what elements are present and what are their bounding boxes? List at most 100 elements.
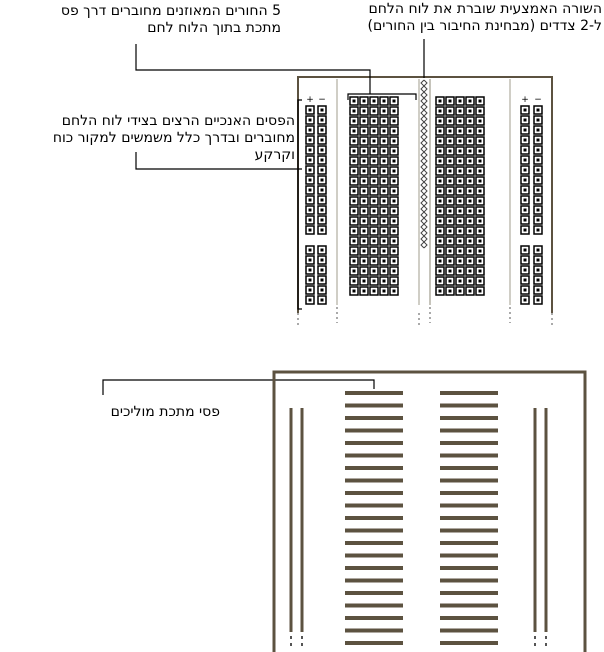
power-rail-hole-pin <box>308 298 312 302</box>
power-rail-hole <box>317 195 327 205</box>
terminal-hole-pin <box>468 99 472 103</box>
terminal-hole <box>369 216 379 226</box>
terminal-hole-pin <box>362 199 366 203</box>
terminal-hole <box>389 136 399 146</box>
terminal-hole <box>389 216 399 226</box>
callout-lines <box>102 39 425 395</box>
power-rail-hole-pin <box>308 138 312 142</box>
terminal-hole <box>475 156 485 166</box>
terminal-hole-pin <box>468 189 472 193</box>
terminal-hole <box>349 266 359 276</box>
terminal-hole <box>349 226 359 236</box>
breadboard-top: + − + − <box>297 76 553 325</box>
terminal-hole-pin <box>352 159 356 163</box>
terminal-hole-pin <box>438 169 442 173</box>
power-rail-hole-pin <box>320 168 324 172</box>
terminal-hole-pin <box>478 129 482 133</box>
terminal-hole-pin <box>392 109 396 113</box>
middle-row-annotation-line-2: ל-2 צדדים (מבחינת החיבור בין החורים) <box>367 18 602 34</box>
terminal-hole-pin <box>478 169 482 173</box>
terminal-hole <box>359 166 369 176</box>
conductive-strip <box>345 641 403 645</box>
terminal-hole <box>379 256 389 266</box>
power-rail-hole-pin <box>523 228 527 232</box>
terminal-hole <box>349 106 359 116</box>
terminal-hole <box>475 96 485 106</box>
terminal-hole-pin <box>438 269 442 273</box>
terminal-hole-pin <box>362 149 366 153</box>
power-rail-hole <box>305 105 315 115</box>
terminal-hole-pin <box>468 119 472 123</box>
power-rail-hole <box>533 175 543 185</box>
terminal-hole-pin <box>458 159 462 163</box>
terminal-hole-pin <box>438 109 442 113</box>
conductive-strip <box>440 503 498 508</box>
power-rail-hole <box>305 295 315 305</box>
power-rail-hole-pin <box>536 248 540 252</box>
terminal-hole-pin <box>372 289 376 293</box>
conductive-strip <box>440 566 498 570</box>
right-rail-minus-sign: − <box>534 95 542 105</box>
terminal-hole-pin <box>352 269 356 273</box>
terminal-hole-pin <box>392 229 396 233</box>
power-rail-hole-pin <box>308 198 312 202</box>
terminal-hole-pin <box>382 199 386 203</box>
power-rail-hole-pin <box>536 288 540 292</box>
middle-row-annotation-line-1: השורה האמצעית שוברת את לוח הלחם <box>368 1 602 17</box>
terminal-hole <box>379 246 389 256</box>
terminal-hole <box>349 186 359 196</box>
terminal-hole <box>389 156 399 166</box>
power-rail-hole <box>520 285 530 295</box>
conductive-strip <box>440 466 498 470</box>
power-rail-hole-pin <box>320 198 324 202</box>
power-rail-hole <box>305 255 315 265</box>
terminal-hole-pin <box>352 139 356 143</box>
power-rail-hole <box>317 135 327 145</box>
terminal-hole <box>359 96 369 106</box>
rails-annotation: הפסים האנכיים הרצים בצידי לוח הלחם מחובר… <box>53 113 295 164</box>
power-rail-hole-pin <box>523 298 527 302</box>
power-rail-hole <box>520 225 530 235</box>
terminal-hole <box>475 226 485 236</box>
power-rail-hole-pin <box>320 228 324 232</box>
terminal-hole-pin <box>352 209 356 213</box>
power-rail-hole <box>520 135 530 145</box>
terminal-hole <box>445 136 455 146</box>
terminal-hole <box>369 286 379 296</box>
terminal-hole-pin <box>468 199 472 203</box>
terminal-hole-pin <box>448 139 452 143</box>
power-rail-hole <box>520 155 530 165</box>
power-rail-hole-pin <box>308 108 312 112</box>
terminal-hole-pin <box>458 119 462 123</box>
terminal-hole <box>435 196 445 206</box>
terminal-hole <box>445 266 455 276</box>
power-rail-hole-pin <box>320 218 324 222</box>
terminal-hole-pin <box>382 189 386 193</box>
power-rail-hole-pin <box>536 218 540 222</box>
power-rail-hole-pin <box>308 258 312 262</box>
conductive-strip <box>440 591 498 595</box>
conductive-strip <box>345 428 403 433</box>
terminal-hole <box>369 116 379 126</box>
terminal-hole <box>369 226 379 236</box>
terminal-hole <box>359 276 369 286</box>
power-rail-hole-pin <box>320 148 324 152</box>
terminal-hole-pin <box>352 229 356 233</box>
power-rail-hole-pin <box>536 208 540 212</box>
power-rail-hole <box>520 105 530 115</box>
terminal-hole <box>455 106 465 116</box>
terminal-hole-pin <box>392 129 396 133</box>
terminal-hole <box>475 146 485 156</box>
terminal-hole <box>389 116 399 126</box>
terminal-hole-pin <box>478 239 482 243</box>
terminal-hole <box>475 276 485 286</box>
terminal-hole <box>475 176 485 186</box>
conductive-rail <box>289 408 293 632</box>
terminal-hole-pin <box>468 289 472 293</box>
terminal-hole-pin <box>372 229 376 233</box>
terminal-hole-pin <box>458 279 462 283</box>
power-rail-hole <box>520 145 530 155</box>
terminal-hole <box>445 236 455 246</box>
power-rail-hole-pin <box>320 298 324 302</box>
power-rail-hole-pin <box>536 118 540 122</box>
